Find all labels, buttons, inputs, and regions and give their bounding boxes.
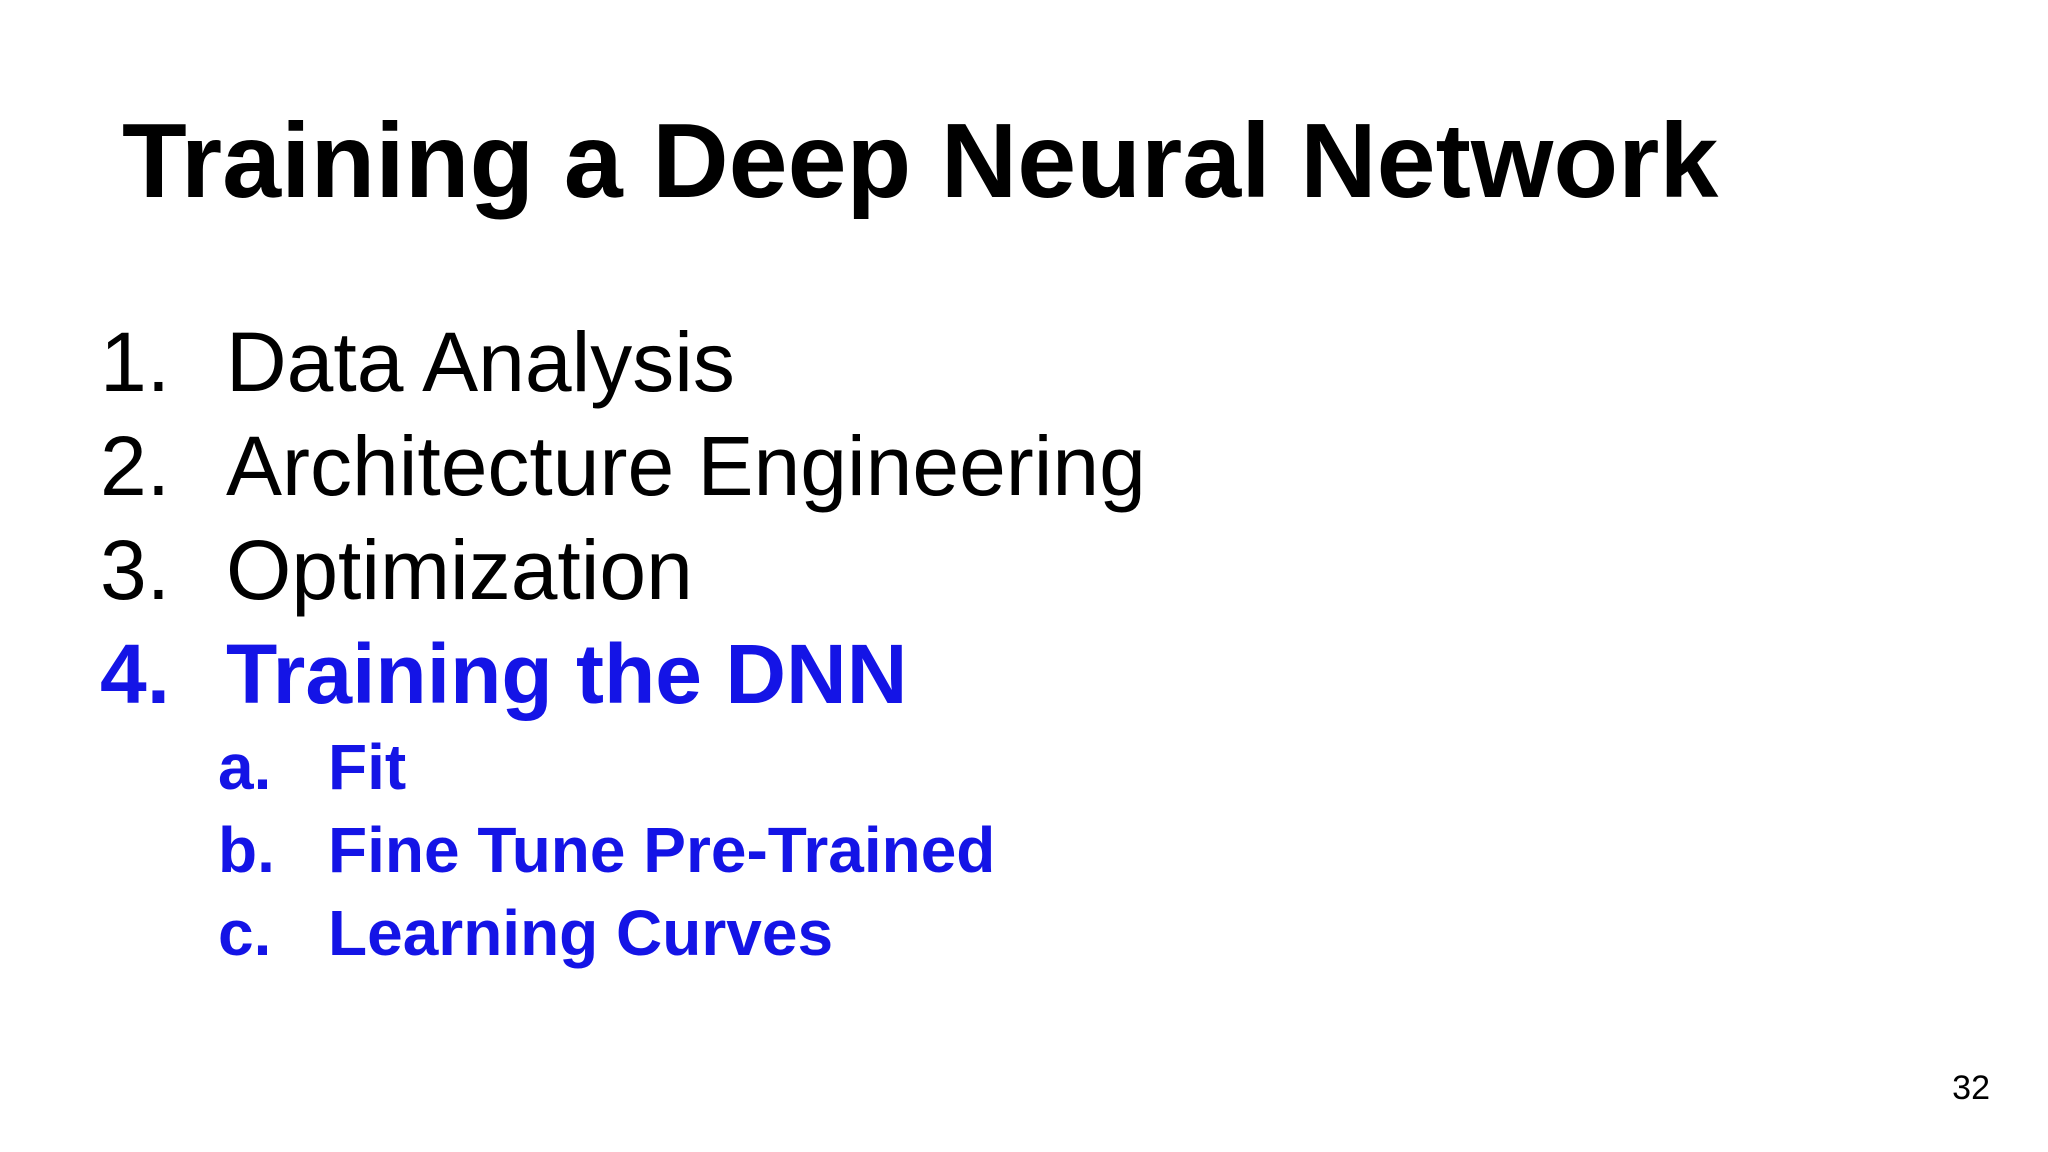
sub-item-letter: a. — [218, 731, 272, 803]
list-item-label: Architecture Engineering — [226, 419, 1146, 513]
list-item-training-the-dnn: 4. Training the DNN — [100, 622, 1600, 726]
list-item-label: Training the DNN — [226, 627, 908, 721]
list-item-architecture-engineering: 2. Architecture Engineering — [100, 414, 1600, 518]
slide-title: Training a Deep Neural Network — [122, 102, 1719, 220]
list-item-number: 1. — [100, 315, 171, 409]
list-item-optimization: 3. Optimization — [100, 518, 1600, 622]
list-item-number: 4. — [100, 627, 171, 721]
sub-item-learning-curves: c. Learning Curves — [100, 892, 1600, 975]
list-item-number: 3. — [100, 523, 171, 617]
sub-item-label: Learning Curves — [328, 897, 834, 969]
sub-item-label: Fit — [328, 731, 407, 803]
list-item-label: Optimization — [226, 523, 693, 617]
sub-item-letter: c. — [218, 897, 272, 969]
list-item-number: 2. — [100, 419, 171, 513]
sub-item-letter: b. — [218, 814, 275, 886]
sub-list: a. Fit b. Fine Tune Pre-Trained c. Learn… — [100, 726, 1600, 975]
sub-item-fit: a. Fit — [100, 726, 1600, 809]
list-item-label: Data Analysis — [226, 315, 735, 409]
sub-item-label: Fine Tune Pre-Trained — [328, 814, 996, 886]
page-number: 32 — [1952, 1069, 1990, 1107]
numbered-list: 1. Data Analysis 2. Architecture Enginee… — [100, 310, 1600, 975]
list-item-data-analysis: 1. Data Analysis — [100, 310, 1600, 414]
sub-item-fine-tune-pre-trained: b. Fine Tune Pre-Trained — [100, 809, 1600, 892]
